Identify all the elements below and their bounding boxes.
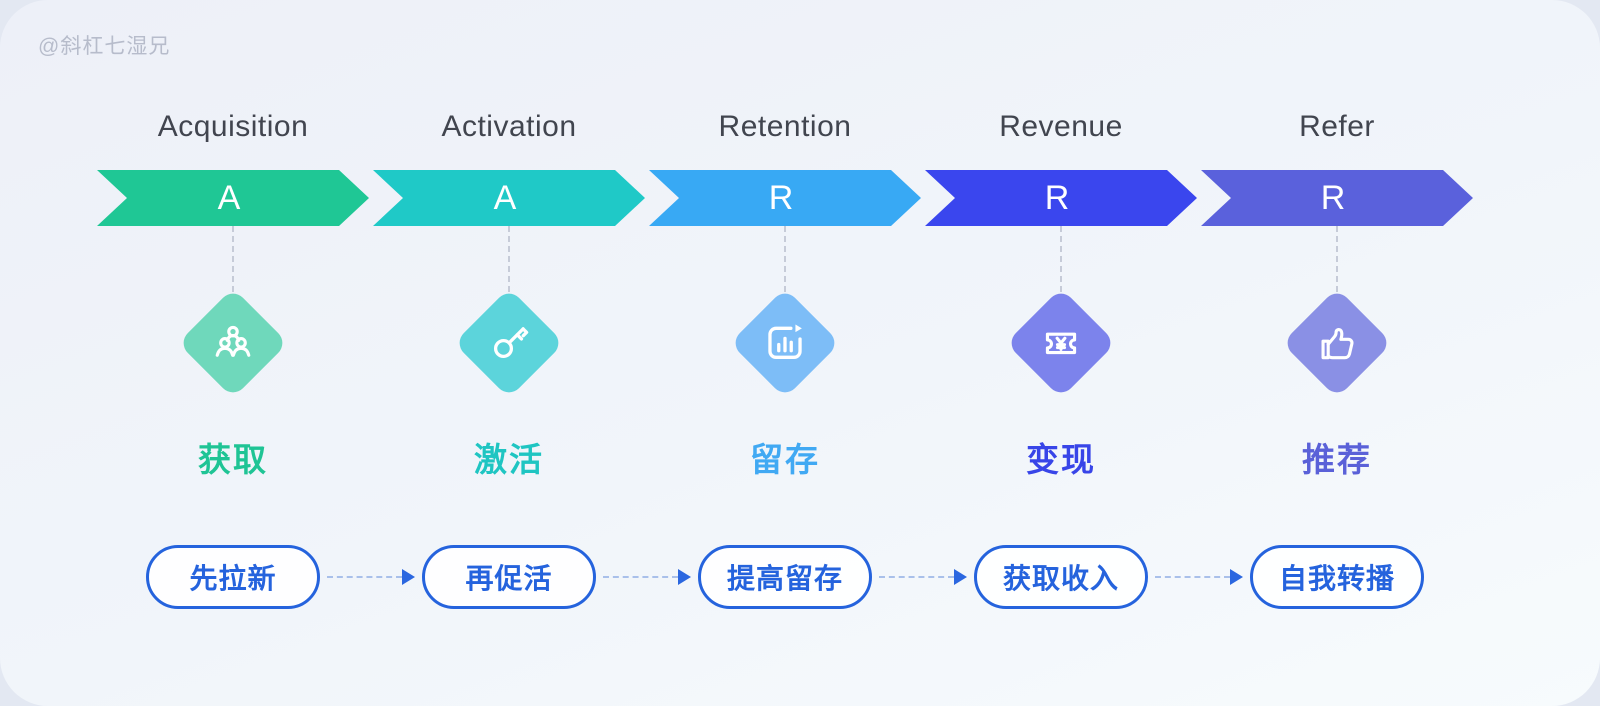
step-arrow: [1155, 569, 1243, 585]
stage-chevron: A: [97, 170, 369, 226]
stage-chevron: R: [649, 170, 921, 226]
funnel-column-activation: Activation A 激活: [371, 106, 647, 484]
funnel-column-refer: Refer R 推荐: [1199, 106, 1475, 484]
dashed-connector: [1336, 226, 1338, 292]
key-icon: [493, 327, 529, 359]
arrow-dash-line: [603, 576, 678, 578]
stage-title: Refer: [1299, 110, 1375, 143]
step-arrow: [327, 569, 415, 585]
stage-diamond: [1281, 287, 1393, 399]
step-pill: 再促活: [422, 545, 596, 609]
funnel-column-acquisition: Acquisition A 获取: [95, 106, 371, 484]
stage-letter: R: [1320, 178, 1346, 217]
funnel-column-retention: Retention R 留存: [647, 106, 923, 484]
dashed-connector: [1060, 226, 1062, 292]
thumbs-up-icon: [1321, 327, 1354, 360]
chart-refresh-icon: [768, 324, 802, 359]
arrow-head-icon: [678, 569, 691, 585]
dashed-connector: [508, 226, 510, 292]
arrow-head-icon: [1230, 569, 1243, 585]
stage-title: Activation: [441, 110, 577, 143]
stage-label-zh: 推荐: [1302, 441, 1372, 478]
stage-chevron: R: [1201, 170, 1473, 226]
stage-chevron: R: [925, 170, 1197, 226]
step-arrow: [603, 569, 691, 585]
stage-label-zh: 激活: [474, 441, 544, 478]
stage-label-zh: 留存: [750, 441, 820, 478]
stage-label-zh: 获取: [198, 441, 268, 478]
stage-title: Acquisition: [157, 110, 309, 143]
step-arrow: [879, 569, 967, 585]
stage-label-zh: 变现: [1026, 441, 1096, 478]
team-icon: [215, 325, 251, 357]
dashed-connector: [784, 226, 786, 292]
arrow-dash-line: [1155, 576, 1230, 578]
step-pill: 先拉新: [146, 545, 320, 609]
stage-letter: A: [217, 178, 241, 217]
stage-letter: A: [493, 178, 517, 217]
arrow-head-icon: [402, 569, 415, 585]
stage-letter: R: [1044, 178, 1070, 217]
arrow-head-icon: [954, 569, 967, 585]
stage-diamond: [453, 287, 565, 399]
step-pill: 自我转播: [1250, 545, 1424, 609]
arrow-dash-line: [879, 576, 954, 578]
watermark: @斜杠七湿兄: [38, 35, 171, 58]
stage-diamond: [177, 287, 289, 399]
stage-chevron: A: [373, 170, 645, 226]
funnel-columns: Acquisition A 获取 Activation A: [95, 106, 1475, 484]
stage-title: Retention: [718, 110, 852, 143]
funnel-column-revenue: Revenue R 变现: [923, 106, 1199, 484]
arrow-dash-line: [327, 576, 402, 578]
stage-title: Revenue: [999, 110, 1123, 143]
dashed-connector: [232, 226, 234, 292]
stage-diamond: [729, 287, 841, 399]
stage-diamond: [1005, 287, 1117, 399]
process-steps: 先拉新 再促活 提高留存 获取收入 自我转播: [95, 545, 1475, 613]
step-pill: 获取收入: [974, 545, 1148, 609]
step-pill: 提高留存: [698, 545, 872, 609]
stage-letter: R: [768, 178, 794, 217]
ticket-yuan-icon: [1045, 332, 1077, 355]
